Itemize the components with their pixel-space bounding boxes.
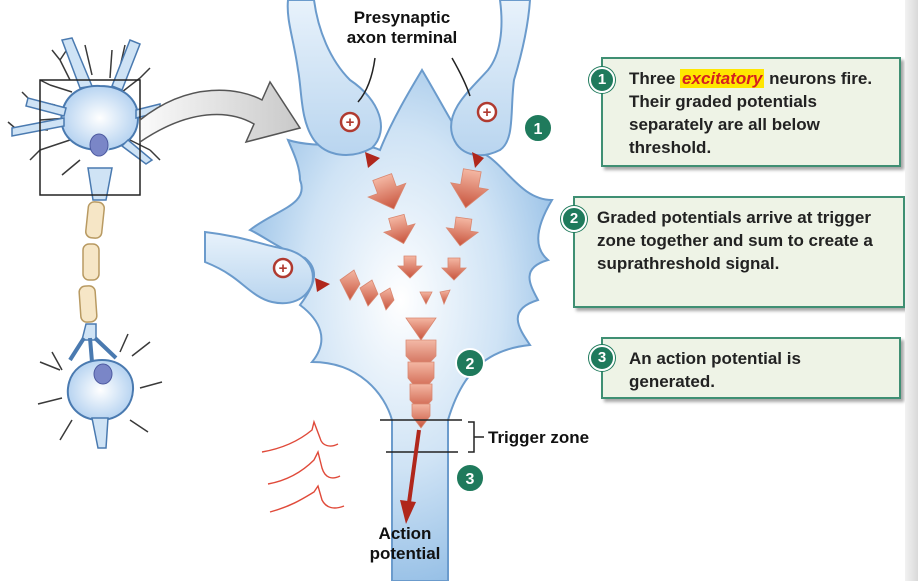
- small-neuron-illustration: [7, 37, 302, 449]
- step-1-text-after: neurons fire. Their graded potentials se…: [629, 69, 873, 157]
- step-text-1: Three excitatory neurons fire. Their gra…: [629, 67, 891, 159]
- step-number-badge-1: 1: [589, 67, 615, 93]
- svg-text:+: +: [279, 260, 288, 277]
- right-edge-strip: [905, 0, 918, 581]
- svg-text:3: 3: [466, 471, 475, 488]
- svg-text:1: 1: [534, 121, 543, 138]
- action-label-line1: Action: [378, 524, 432, 543]
- step-1-text-before: Three: [629, 69, 676, 88]
- zoom-arrow: [139, 80, 302, 144]
- action-label-line2: potential: [369, 544, 441, 563]
- presynaptic-label-line1: Presynaptic: [353, 8, 451, 27]
- excitatory-highlight: excitatory: [680, 69, 765, 88]
- trigger-zone-label: Trigger zone: [488, 428, 590, 447]
- presynaptic-terminal-side: [204, 230, 314, 305]
- step-text-2: Graded potentials arrive at trigger zone…: [597, 208, 873, 273]
- diagram-step-markers: 1 2 3: [455, 113, 553, 493]
- step-callout-3: 3 An action potential is generated.: [589, 337, 901, 399]
- step-callout-1: 1 Three excitatory neurons fire. Their g…: [589, 57, 901, 167]
- magnified-neuron: + + +: [204, 0, 554, 581]
- action-potential-traces: [261, 419, 345, 513]
- svg-text:2: 2: [466, 356, 475, 373]
- presynaptic-label: Presynaptic axon terminal: [322, 8, 482, 48]
- step-number-badge-3: 3: [589, 345, 615, 371]
- presynaptic-label-line2: axon terminal: [346, 28, 458, 47]
- svg-text:+: +: [483, 104, 492, 121]
- graded-potential-arrows: [339, 168, 490, 429]
- action-potential-label: Action potential: [350, 524, 460, 564]
- step-callout-2: 2 Graded potentials arrive at trigger zo…: [561, 196, 905, 308]
- cell-body: [248, 68, 554, 581]
- excitatory-symbols: + + +: [272, 101, 498, 279]
- svg-text:+: +: [346, 114, 355, 131]
- step-text-3: An action potential is generated.: [629, 349, 801, 391]
- step-number-badge-2: 2: [561, 206, 587, 232]
